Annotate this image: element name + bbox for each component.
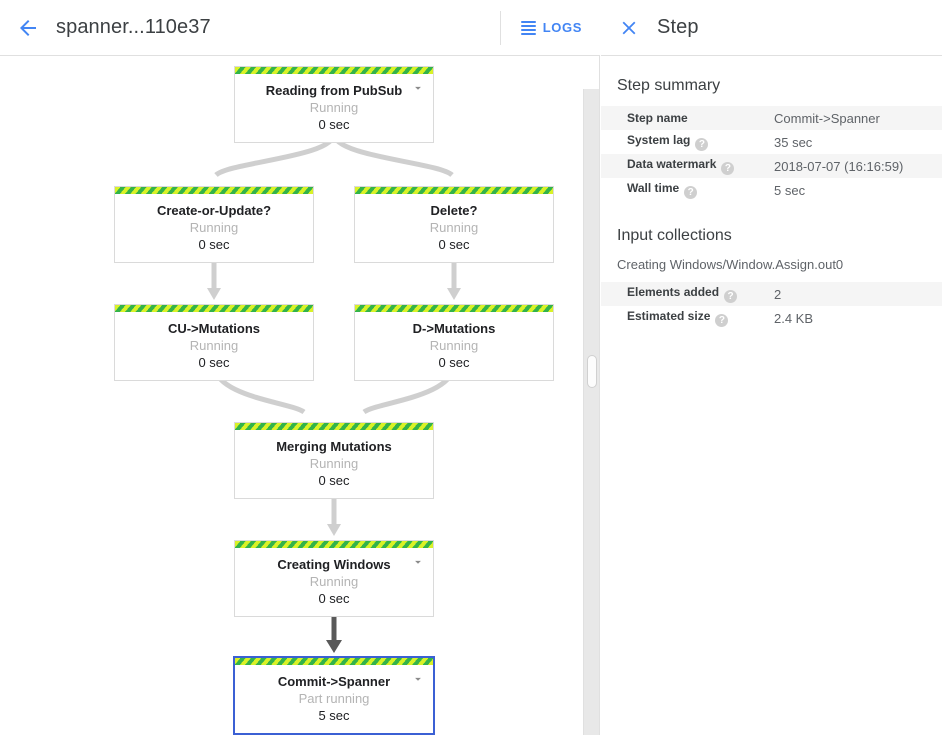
panel-header: Step [601, 0, 942, 56]
row-value: 2 [774, 286, 782, 302]
back-button[interactable] [0, 0, 56, 56]
job-header: spanner...110e37 LOGS [0, 0, 600, 56]
row-value: Commit->Spanner [774, 110, 880, 126]
input-collection-name: Creating Windows/Window.Assign.out0 [617, 257, 844, 272]
graph-edges [207, 129, 461, 653]
chevron-down-icon[interactable] [411, 81, 425, 95]
node-title: Creating Windows [277, 557, 391, 572]
arrow-left-icon [16, 16, 40, 40]
graph-node-commit-spanner[interactable]: Commit->Spanner Part running 5 sec [233, 656, 435, 735]
graph-node-delete[interactable]: Delete? Running 0 sec [354, 186, 554, 263]
help-icon[interactable]: ? [715, 314, 729, 327]
node-time: 0 sec [198, 355, 230, 370]
input-collections-heading: Input collections [617, 227, 732, 244]
row-value: 2018-07-07 (16:16:59) [774, 158, 904, 174]
graph-node-reading-from-pubsub[interactable]: Reading from PubSub Running 0 sec [234, 66, 434, 143]
node-status: Running [429, 220, 479, 235]
job-graph-region: spanner...110e37 LOGS [0, 0, 600, 735]
graph-node-cu-mutations[interactable]: CU->Mutations Running 0 sec [114, 304, 314, 381]
node-status-stripe [235, 423, 433, 430]
section-spacer [601, 202, 942, 226]
help-icon[interactable]: ? [721, 162, 735, 175]
panel-title: Step [657, 16, 699, 38]
step-summary-table: Step name Commit->Spanner System lag? 35… [601, 106, 942, 202]
node-time: 0 sec [318, 117, 350, 132]
table-row: Wall time? 5 sec [601, 178, 942, 202]
node-body: D->Mutations Running 0 sec [355, 312, 553, 380]
node-status-stripe [235, 67, 433, 74]
node-body: Create-or-Update? Running 0 sec [115, 194, 313, 262]
table-row: Data watermark? 2018-07-07 (16:16:59) [601, 154, 942, 178]
row-key: Data watermark? [601, 154, 773, 178]
node-title: D->Mutations [412, 321, 496, 336]
header-divider [499, 10, 501, 45]
chevron-down-icon[interactable] [411, 672, 425, 686]
node-body: Reading from PubSub Running 0 sec [235, 74, 433, 142]
help-icon[interactable]: ? [724, 290, 738, 303]
logs-button-label: LOGS [542, 20, 582, 35]
close-button[interactable] [601, 0, 657, 56]
node-title: Delete? [430, 203, 478, 218]
node-status: Running [429, 338, 479, 353]
row-value: 35 sec [774, 134, 813, 150]
job-graph-canvas[interactable]: Reading from PubSub Running 0 sec Create… [0, 57, 583, 735]
row-value: 5 sec [774, 182, 806, 198]
logs-button[interactable]: LOGS [501, 0, 600, 56]
row-key: Step name [627, 111, 688, 125]
input-collections-table: Elements added? 2 Estimated size? 2.4 KB [601, 282, 942, 330]
step-details-panel: Step Step summary Step name Commit->Span… [601, 0, 942, 735]
node-time: 5 sec [318, 708, 350, 723]
graph-vertical-scrollbar[interactable] [583, 89, 599, 735]
row-value: 2.4 KB [774, 310, 814, 326]
graph-node-d-mutations[interactable]: D->Mutations Running 0 sec [354, 304, 554, 381]
node-title: Reading from PubSub [265, 83, 403, 98]
page-title: spanner...110e37 [56, 16, 211, 38]
node-status: Part running [298, 691, 370, 706]
graph-node-merging-mutations[interactable]: Merging Mutations Running 0 sec [234, 422, 434, 499]
table-row: Estimated size? 2.4 KB [601, 306, 942, 330]
table-row: System lag? 35 sec [601, 130, 942, 154]
logs-icon [520, 21, 536, 35]
node-body: Delete? Running 0 sec [355, 194, 553, 262]
table-row: Step name Commit->Spanner [601, 106, 942, 130]
node-time: 0 sec [438, 237, 470, 252]
panel-body: Step summary Step name Commit->Spanner S… [601, 56, 942, 330]
node-status: Running [189, 220, 239, 235]
step-summary-heading: Step summary [617, 77, 721, 94]
graph-node-create-or-update[interactable]: Create-or-Update? Running 0 sec [114, 186, 314, 263]
chevron-down-icon[interactable] [411, 555, 425, 569]
table-row: Elements added? 2 [601, 282, 942, 306]
node-time: 0 sec [318, 473, 350, 488]
node-title: Commit->Spanner [277, 674, 391, 689]
node-title: CU->Mutations [167, 321, 261, 336]
node-status-stripe [235, 541, 433, 548]
node-status: Running [309, 100, 359, 115]
node-time: 0 sec [438, 355, 470, 370]
node-status-stripe [355, 305, 553, 312]
node-title: Create-or-Update? [156, 203, 272, 218]
node-status: Running [309, 574, 359, 589]
row-key: Elements added? [601, 282, 773, 306]
node-body: Commit->Spanner Part running 5 sec [235, 665, 433, 733]
node-status-stripe [235, 658, 433, 665]
close-icon [618, 17, 640, 39]
node-body: Creating Windows Running 0 sec [235, 548, 433, 616]
node-body: Merging Mutations Running 0 sec [235, 430, 433, 498]
node-status: Running [189, 338, 239, 353]
node-status: Running [309, 456, 359, 471]
node-title: Merging Mutations [276, 439, 392, 454]
help-icon[interactable]: ? [684, 186, 698, 199]
node-status-stripe [115, 305, 313, 312]
row-key: Estimated size? [601, 306, 773, 330]
scrollbar-thumb[interactable] [587, 355, 597, 388]
row-key: Wall time? [601, 178, 773, 202]
help-icon[interactable]: ? [695, 138, 709, 151]
node-status-stripe [115, 187, 313, 194]
node-time: 0 sec [198, 237, 230, 252]
row-key: System lag? [601, 130, 773, 154]
node-status-stripe [355, 187, 553, 194]
node-body: CU->Mutations Running 0 sec [115, 312, 313, 380]
node-time: 0 sec [318, 591, 350, 606]
graph-node-creating-windows[interactable]: Creating Windows Running 0 sec [234, 540, 434, 617]
